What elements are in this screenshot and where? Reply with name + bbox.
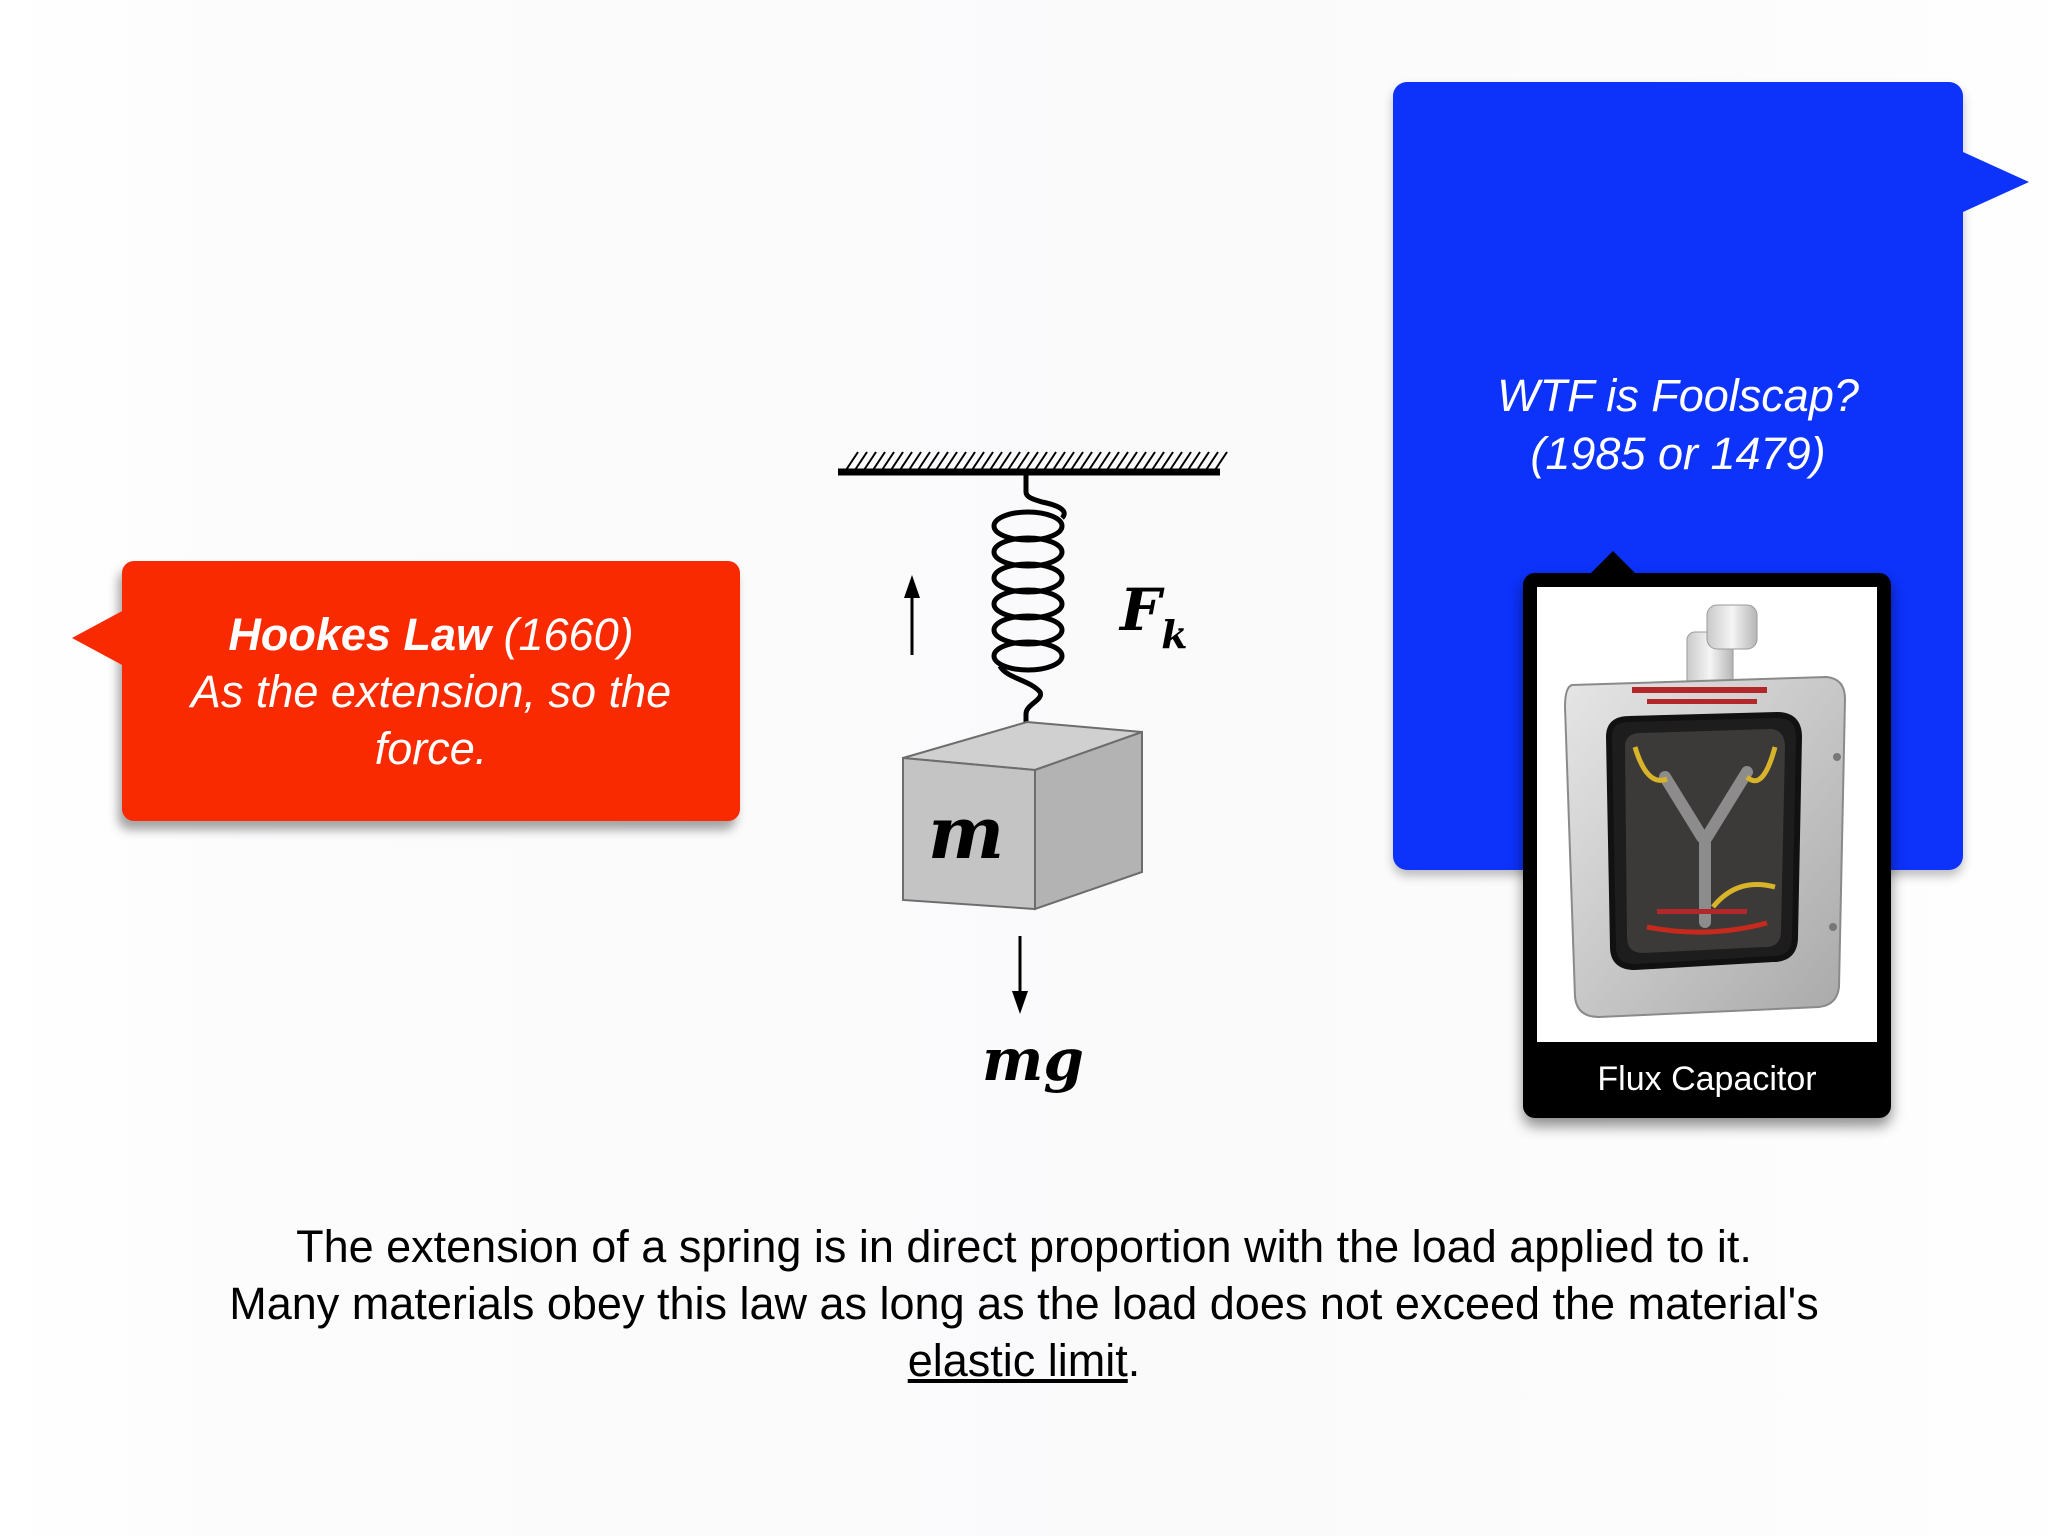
hookes-law-line-2: As the extension, so the — [190, 665, 672, 717]
explanation-end: . — [1127, 1335, 1141, 1386]
coil-spring — [991, 475, 1067, 748]
mass-label: m — [928, 790, 1004, 875]
explanation-line-2: Many materials obey this law as long as … — [229, 1278, 1819, 1329]
foolscap-text: WTF is Foolscap? (1985 or 1479) — [1393, 367, 1963, 483]
force-symbol: F — [1118, 576, 1165, 644]
explanation-line-1: The extension of a spring is in direct p… — [296, 1221, 1752, 1272]
flux-capacitor-card: Flux Capacitor — [1523, 551, 1891, 1118]
foolscap-question: WTF is Foolscap? — [1497, 370, 1859, 421]
force-label: Fk — [1118, 576, 1188, 657]
flux-capacitor-illustration — [1563, 604, 1847, 1019]
elastic-limit-term: elastic limit — [907, 1335, 1128, 1386]
hookes-law-line-3: force. — [374, 722, 488, 774]
explanation-line-3: elastic limit. — [120, 1332, 1928, 1389]
flux-capacitor-photo — [1537, 587, 1877, 1042]
foolscap-years: (1985 or 1479) — [1530, 428, 1826, 479]
hookes-law-title: Hookes Law (1660) — [228, 606, 633, 663]
ceiling-hatching — [845, 451, 1228, 471]
mass-block — [902, 720, 1143, 911]
hookes-law-name: Hookes Law — [228, 608, 491, 660]
up-arrow — [904, 575, 920, 655]
down-arrow — [1012, 936, 1028, 1014]
hookes-law-year: (1660) — [503, 608, 634, 660]
photo-caption: Flux Capacitor — [1597, 1060, 1817, 1098]
hookes-law-callout: Hookes Law (1660) As the extension, so t… — [72, 561, 740, 821]
spring-mass-diagram: Fk m mg — [838, 451, 1228, 1094]
force-subscript: k — [1161, 612, 1187, 657]
weight-label: mg — [982, 1026, 1084, 1094]
explanation-text: The extension of a spring is in direct p… — [120, 1218, 1928, 1389]
